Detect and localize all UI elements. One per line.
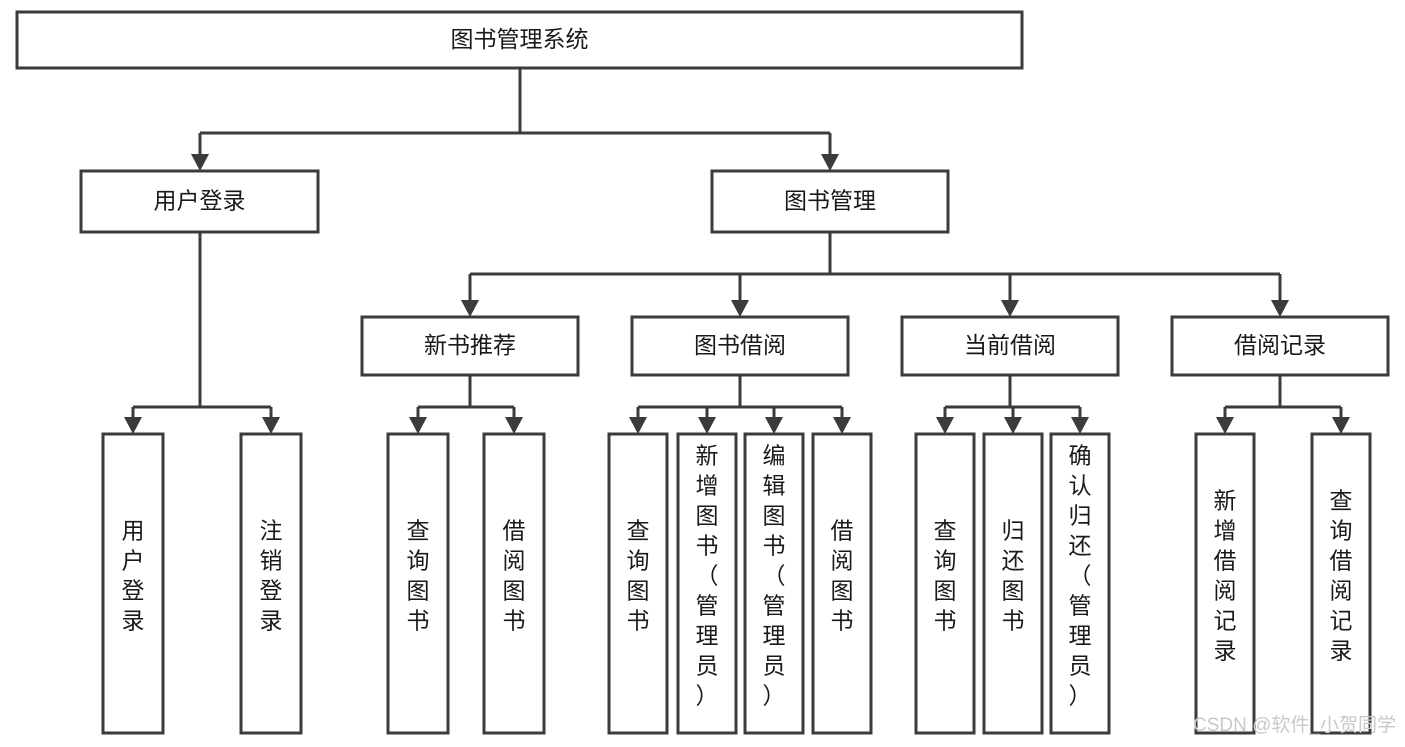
- node-leaf-query-book-3[interactable]: 查询图书: [914, 432, 976, 735]
- node-new-book-rec[interactable]: 新书推荐: [360, 315, 580, 377]
- node-box-leaf-edit-book[interactable]: [743, 432, 805, 735]
- node-box-leaf-borrow-book-2[interactable]: [811, 432, 873, 735]
- node-box-leaf-add-record[interactable]: [1194, 432, 1256, 735]
- node-borrow-record[interactable]: 借阅记录: [1170, 315, 1390, 377]
- connector-layer: [124, 68, 1350, 434]
- connector-group-root: [191, 68, 839, 171]
- arrow-head-icon: [191, 154, 209, 171]
- node-label-leaf-edit-book: 编辑图书（管理员）: [763, 443, 786, 709]
- node-label-leaf-query-book-1: 查询图书: [407, 518, 430, 634]
- arrow-head-icon: [409, 417, 427, 434]
- node-label-leaf-logout: 注销登录: [260, 518, 283, 634]
- node-root[interactable]: 图书管理系统: [15, 10, 1024, 70]
- arrow-head-icon: [1004, 417, 1022, 434]
- node-leaf-confirm-return[interactable]: 确认归还（管理员）: [1049, 432, 1111, 735]
- node-box-leaf-return-book[interactable]: [982, 432, 1044, 735]
- arrow-head-icon: [629, 417, 647, 434]
- node-leaf-borrow-book-2[interactable]: 借阅图书: [811, 432, 873, 735]
- node-label-leaf-add-record: 新增借阅记录: [1214, 488, 1237, 664]
- node-box-leaf-query-book-3[interactable]: [914, 432, 976, 735]
- node-box-root[interactable]: [15, 10, 1024, 70]
- node-book-borrow[interactable]: 图书借阅: [630, 315, 850, 377]
- node-label-leaf-return-book: 归还图书: [1002, 518, 1025, 634]
- node-box-borrow-record[interactable]: [1170, 315, 1390, 377]
- connector-group-borrow-record: [1216, 375, 1350, 434]
- node-leaf-borrow-book-1[interactable]: 借阅图书: [482, 432, 546, 735]
- arrow-head-icon: [262, 417, 280, 434]
- arrow-head-icon: [124, 417, 142, 434]
- node-box-leaf-logout[interactable]: [239, 432, 303, 735]
- node-label-leaf-add-book: 新增图书（管理员）: [696, 443, 719, 709]
- connector-group-new-book-rec: [409, 375, 523, 434]
- node-label-leaf-user-login: 用户登录: [122, 518, 145, 634]
- arrow-head-icon: [821, 154, 839, 171]
- node-box-leaf-add-book[interactable]: [676, 432, 738, 735]
- arrow-head-icon: [1071, 417, 1089, 434]
- arrow-head-icon: [731, 300, 749, 317]
- node-box-book-borrow[interactable]: [630, 315, 850, 377]
- node-leaf-query-book-1[interactable]: 查询图书: [386, 432, 450, 735]
- node-box-book-manage[interactable]: [710, 169, 950, 234]
- connector-group-book-manage: [461, 232, 1289, 317]
- arrow-head-icon: [1216, 417, 1234, 434]
- arrow-head-icon: [1271, 300, 1289, 317]
- node-box-user-login[interactable]: [79, 169, 320, 234]
- node-label-leaf-confirm-return: 确认归还（管理员）: [1069, 443, 1092, 709]
- node-leaf-edit-book[interactable]: 编辑图书（管理员）: [743, 432, 805, 735]
- arrow-head-icon: [833, 417, 851, 434]
- node-box-leaf-borrow-book-1[interactable]: [482, 432, 546, 735]
- node-leaf-add-record[interactable]: 新增借阅记录: [1194, 432, 1256, 735]
- arrow-head-icon: [765, 417, 783, 434]
- node-label-leaf-borrow-book-2: 借阅图书: [831, 518, 854, 634]
- node-label-leaf-query-book-2: 查询图书: [627, 518, 650, 634]
- node-label-book-manage: 图书管理: [784, 188, 876, 214]
- arrow-head-icon: [505, 417, 523, 434]
- arrow-head-icon: [936, 417, 954, 434]
- node-user-login[interactable]: 用户登录: [79, 169, 320, 234]
- node-layer: 图书管理系统用户登录图书管理新书推荐图书借阅当前借阅借阅记录用户登录注销登录查询…: [15, 10, 1390, 735]
- node-book-manage[interactable]: 图书管理: [710, 169, 950, 234]
- node-leaf-logout[interactable]: 注销登录: [239, 432, 303, 735]
- node-label-current-borrow: 当前借阅: [964, 332, 1056, 358]
- csdn-watermark: CSDN @软件_小贺同学: [1193, 714, 1396, 736]
- arrow-head-icon: [698, 417, 716, 434]
- node-label-leaf-query-book-3: 查询图书: [934, 518, 957, 634]
- node-box-leaf-user-login[interactable]: [101, 432, 165, 735]
- node-box-leaf-query-book-1[interactable]: [386, 432, 450, 735]
- connector-group-book-borrow: [629, 375, 851, 434]
- node-box-new-book-rec[interactable]: [360, 315, 580, 377]
- node-label-root: 图书管理系统: [451, 26, 589, 52]
- connector-group-user-login: [124, 232, 280, 434]
- node-box-leaf-query-book-2[interactable]: [607, 432, 669, 735]
- node-label-book-borrow: 图书借阅: [694, 332, 786, 358]
- node-current-borrow[interactable]: 当前借阅: [900, 315, 1120, 377]
- arrow-head-icon: [1332, 417, 1350, 434]
- node-box-current-borrow[interactable]: [900, 315, 1120, 377]
- node-box-leaf-query-record[interactable]: [1310, 432, 1372, 735]
- node-label-leaf-borrow-book-1: 借阅图书: [503, 518, 526, 634]
- node-label-user-login: 用户登录: [154, 188, 246, 214]
- node-label-leaf-query-record: 查询借阅记录: [1330, 488, 1353, 664]
- arrow-head-icon: [1001, 300, 1019, 317]
- node-label-new-book-rec: 新书推荐: [424, 332, 516, 358]
- node-leaf-user-login[interactable]: 用户登录: [101, 432, 165, 735]
- node-leaf-add-book[interactable]: 新增图书（管理员）: [676, 432, 738, 735]
- node-label-borrow-record: 借阅记录: [1234, 332, 1326, 358]
- node-box-leaf-confirm-return[interactable]: [1049, 432, 1111, 735]
- arrow-head-icon: [461, 300, 479, 317]
- node-leaf-query-record[interactable]: 查询借阅记录: [1310, 432, 1372, 735]
- connector-group-current-borrow: [936, 375, 1089, 434]
- node-leaf-return-book[interactable]: 归还图书: [982, 432, 1044, 735]
- node-leaf-query-book-2[interactable]: 查询图书: [607, 432, 669, 735]
